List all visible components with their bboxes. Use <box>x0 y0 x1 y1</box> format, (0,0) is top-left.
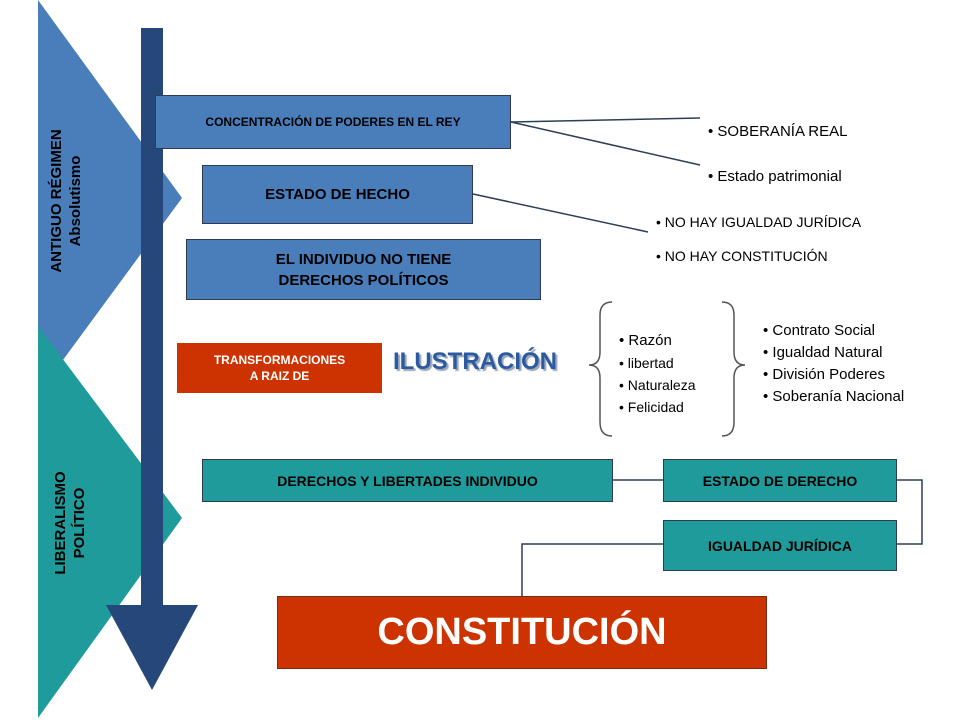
right-brace <box>721 301 746 437</box>
connector-patrimonial <box>510 121 701 166</box>
concentracion-box: CONCENTRACIÓN DE PODERES EN EL REY <box>155 95 511 149</box>
values-list: Razón libertad Naturaleza Felicidad <box>619 330 696 418</box>
transformaciones-line2: A RAIZ DE <box>249 369 310 383</box>
derechos-box: DERECHOS Y LIBERTADES INDIVIDUO <box>202 459 613 502</box>
list-soberania: SOBERANÍA REAL Estado patrimonial <box>708 109 847 199</box>
igualdad-text: IGUALDAD JURÍDICA <box>708 537 852 554</box>
individuo-box: EL INDIVIDUO NO TIENE DERECHOS POLÍTICOS <box>186 239 541 300</box>
left-brace <box>588 301 613 437</box>
estado-hecho-text: ESTADO DE HECHO <box>265 186 410 203</box>
list-item: División Poderes <box>763 364 904 386</box>
list-item: libertad <box>619 352 696 374</box>
derechos-text: DERECHOS Y LIBERTADES INDIVIDUO <box>277 472 538 489</box>
liberalismo-chevron <box>38 326 182 718</box>
antiguo-regimen-label: ANTIGUO RÉGIMEN Absolutismo <box>47 101 93 301</box>
timeline-arrow <box>106 28 198 690</box>
connector-estado-hecho <box>472 193 649 233</box>
ilustracion-title: ILUSTRACIÓN <box>393 348 557 375</box>
list-item: Estado patrimonial <box>708 154 847 199</box>
transformaciones-line1: TRANSFORMACIONES <box>213 353 346 367</box>
liberalismo-line2: POLÍTICO <box>71 487 88 559</box>
antiguo-regimen-line2: Absolutismo <box>67 155 84 247</box>
connector-igualdad-constitucion <box>521 543 663 596</box>
list-igualdad: NO HAY IGUALDAD JURÍDICA NO HAY CONSTITU… <box>656 205 861 273</box>
list-item: Naturaleza <box>619 374 696 396</box>
antiguo-regimen-line1: ANTIGUO RÉGIMEN <box>48 129 65 273</box>
list-item: Felicidad <box>619 396 696 418</box>
list-item: NO HAY CONSTITUCIÓN <box>656 239 861 273</box>
liberalismo-label: LIBERALISMO POLÍTICO <box>51 423 97 623</box>
estado-hecho-box: ESTADO DE HECHO <box>202 165 473 224</box>
connector-estado-igualdad <box>897 479 923 545</box>
individuo-line1: EL INDIVIDUO NO TIENE <box>275 250 452 268</box>
principles-list: Contrato Social Igualdad Natural Divisió… <box>763 320 904 408</box>
constitucion-text: CONSTITUCIÓN <box>377 611 667 653</box>
list-item: Igualdad Natural <box>763 342 904 364</box>
estado-derecho-box: ESTADO DE DERECHO <box>663 459 897 502</box>
list-item: Contrato Social <box>763 320 904 342</box>
concentracion-text: CONCENTRACIÓN DE PODERES EN EL REY <box>205 115 461 129</box>
list-item: Soberanía Nacional <box>763 386 904 408</box>
constitucion-box: CONSTITUCIÓN <box>277 596 767 669</box>
liberalismo-line1: LIBERALISMO <box>52 471 69 575</box>
connector-soberania <box>510 117 701 123</box>
list-item: Razón <box>619 330 696 352</box>
list-item: SOBERANÍA REAL <box>708 109 847 154</box>
antiguo-regimen-chevron <box>38 0 182 394</box>
estado-derecho-text: ESTADO DE DERECHO <box>702 472 858 489</box>
transformaciones-box: TRANSFORMACIONES A RAIZ DE <box>177 343 382 393</box>
igualdad-box: IGUALDAD JURÍDICA <box>663 520 897 571</box>
individuo-line2: DERECHOS POLÍTICOS <box>278 271 449 289</box>
list-item: NO HAY IGUALDAD JURÍDICA <box>656 205 861 239</box>
